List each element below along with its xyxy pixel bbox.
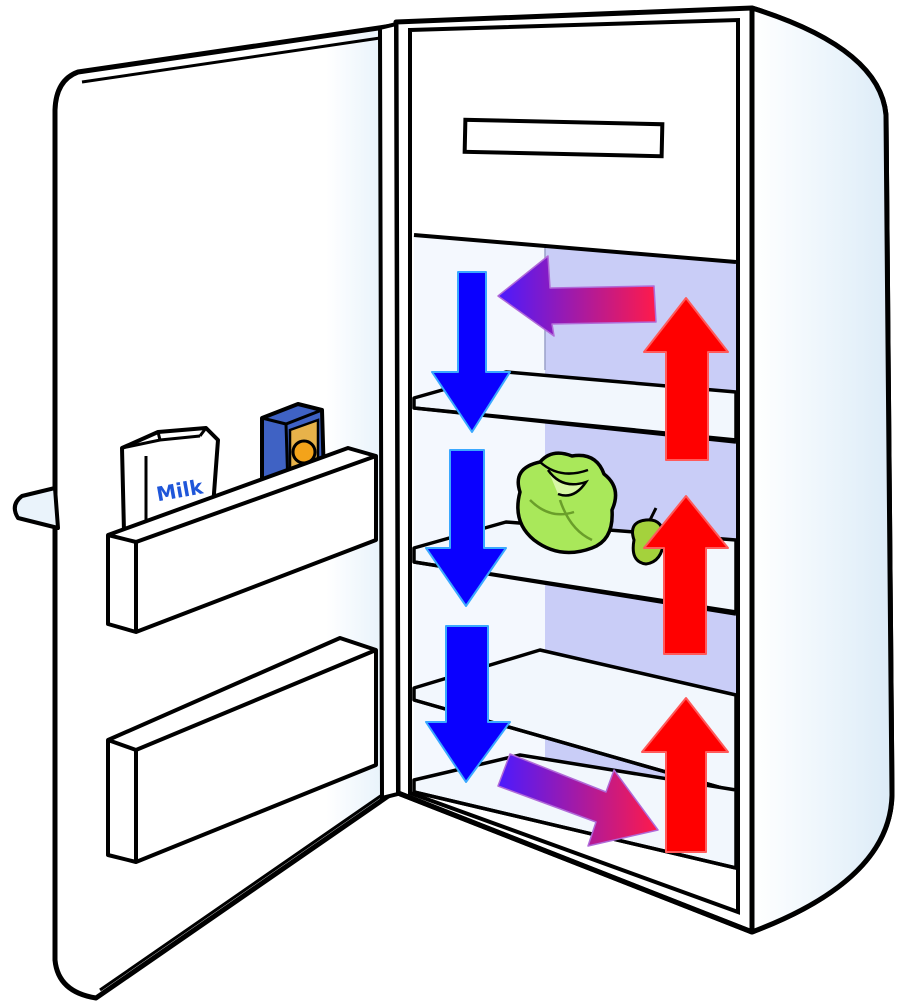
door-shelf-upper	[106, 446, 378, 634]
cold-air-down-arrow-1	[431, 271, 511, 433]
cabbage-icon	[516, 451, 618, 555]
door-handle	[12, 486, 60, 530]
cold-air-down-arrow-3	[425, 625, 511, 783]
warm-air-up-arrow-2	[643, 495, 729, 655]
cold-air-down-arrow-2	[425, 449, 507, 607]
warm-air-up-arrow-1	[643, 297, 729, 461]
supply-air-arrow-bottom	[497, 753, 659, 847]
freezer-vent-slot	[462, 117, 665, 159]
door-shelf-lower	[106, 636, 378, 864]
warm-air-up-arrow-3	[641, 697, 729, 853]
return-air-arrow-top	[497, 255, 657, 337]
